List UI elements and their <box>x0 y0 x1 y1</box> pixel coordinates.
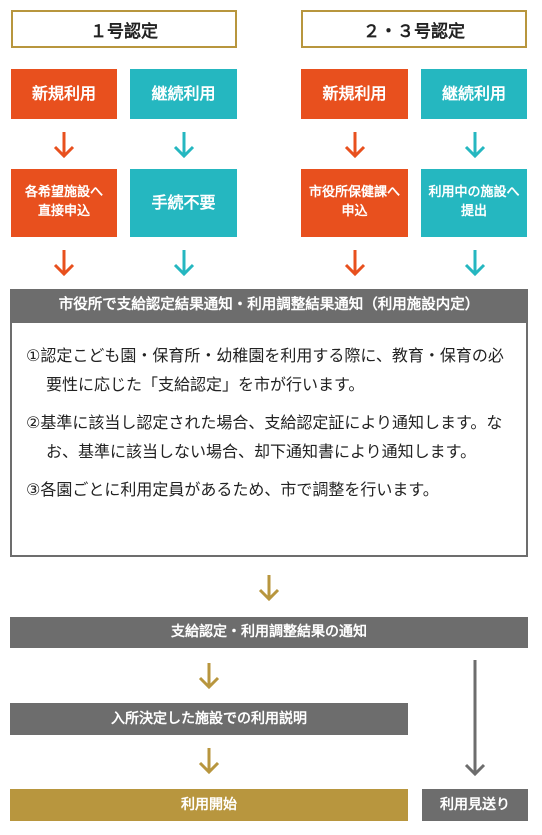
arrow-down-icon <box>53 132 75 159</box>
arrow-down-icon <box>173 132 195 159</box>
notice-item: ①認定こども園・保育所・幼稚園を利用する際に、教育・保育の必要性に応じた「支給認… <box>26 346 504 394</box>
skip-use-bar: 利用見送り <box>422 789 528 821</box>
arrow-down-icon <box>344 132 366 159</box>
explain-bar: 入所決定した施設での利用説明 <box>10 703 408 735</box>
arrow-down-icon <box>464 132 486 159</box>
arrow-down-icon <box>173 250 195 277</box>
apply-city-office-box: 市役所保健課へ 申込 <box>301 169 408 237</box>
new-use-box-type23: 新規利用 <box>301 69 408 119</box>
result-bar: 支給認定・利用調整結果の通知 <box>10 617 528 648</box>
header-type1: １号認定 <box>11 10 237 48</box>
arrow-down-icon <box>258 575 280 602</box>
arrow-down-long-icon <box>464 660 486 777</box>
continue-use-box-type23: 継続利用 <box>421 69 527 119</box>
arrow-down-icon <box>198 663 220 690</box>
no-procedure-box: 手続不要 <box>130 169 237 237</box>
new-use-box-type1: 新規利用 <box>11 69 117 119</box>
notice-item: ②基準に該当し認定された場合、支給認定証により通知します。なお、基準に該当しない… <box>26 413 503 461</box>
continue-use-box-type1: 継続利用 <box>130 69 237 119</box>
arrow-down-icon <box>53 250 75 277</box>
header-type23: ２・３号認定 <box>301 10 527 48</box>
arrow-down-icon <box>464 250 486 277</box>
notice-item: ③各園ごとに利用定員があるため、市で調整を行います。 <box>26 480 439 499</box>
arrow-down-icon <box>344 250 366 277</box>
notice-detail-box: ①認定こども園・保育所・幼稚園を利用する際に、教育・保育の必要性に応じた「支給認… <box>10 323 528 557</box>
arrow-down-icon <box>198 748 220 775</box>
start-use-bar: 利用開始 <box>10 789 408 821</box>
notice-bar: 市役所で支給認定結果通知・利用調整結果通知（利用施設内定） <box>10 289 528 323</box>
apply-direct-box: 各希望施設へ 直接申込 <box>11 169 117 237</box>
submit-facility-box: 利用中の施設へ 提出 <box>421 169 527 237</box>
